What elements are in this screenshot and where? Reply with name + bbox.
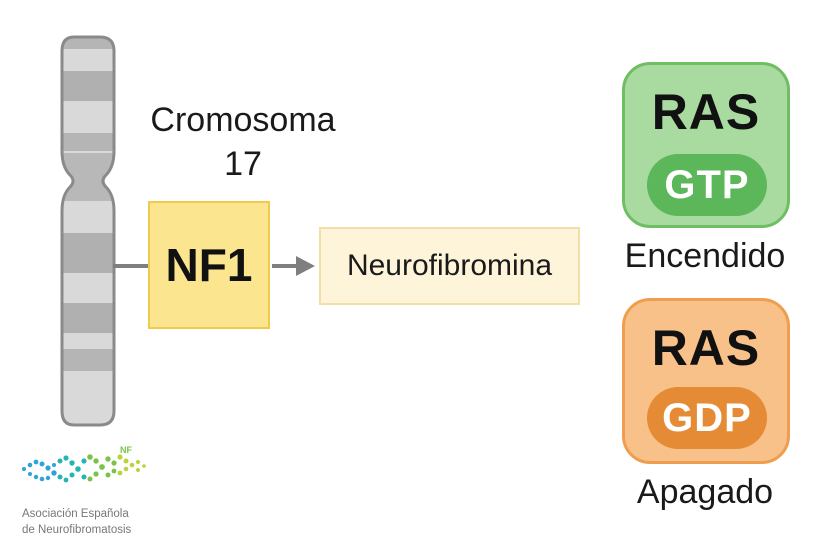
chromosome-label-line1: Cromosoma <box>150 101 336 139</box>
ras-gtp-card: RAS GTP <box>622 62 790 228</box>
ras-on-title: RAS <box>651 84 761 140</box>
chromosome-label-line2: 17 <box>224 145 262 183</box>
logo-line2: de Neurofibromatosis <box>22 524 132 536</box>
ras-gdp-card: RAS GDP <box>622 298 790 464</box>
gene-connector-line <box>113 264 150 268</box>
chromosome-band <box>62 133 114 151</box>
chromosome-band <box>62 71 114 101</box>
chromosome-band <box>62 37 114 49</box>
logo-nf-mark: NF <box>120 445 132 455</box>
nf1-gene-label: NF1 <box>165 239 253 291</box>
arrow-right-icon <box>272 256 315 276</box>
chromosome-label: Cromosoma 17 <box>140 98 346 186</box>
ras-off-state-label: Apagado <box>636 473 774 511</box>
neurofibromina-protein-box: Neurofibromina <box>319 227 580 305</box>
gtp-badge: GTP <box>647 154 767 216</box>
chromosome-band <box>62 303 114 333</box>
aen-logo-icon: NF <box>22 445 146 483</box>
chromosome-band <box>62 349 114 371</box>
logo-line1: Asociación Española <box>22 508 129 520</box>
ras-off-title: RAS <box>651 320 761 376</box>
gdp-badge: GDP <box>647 387 767 449</box>
nf1-gene-box: NF1 <box>148 201 270 329</box>
chromosome-17-diagram <box>60 35 116 427</box>
neurofibromina-label: Neurofibromina <box>346 249 553 282</box>
logo-text: Asociación Española de Neurofibromatosis <box>22 506 131 538</box>
ras-on-state-label: Encendido <box>624 237 786 275</box>
chromosome-band <box>62 233 114 273</box>
